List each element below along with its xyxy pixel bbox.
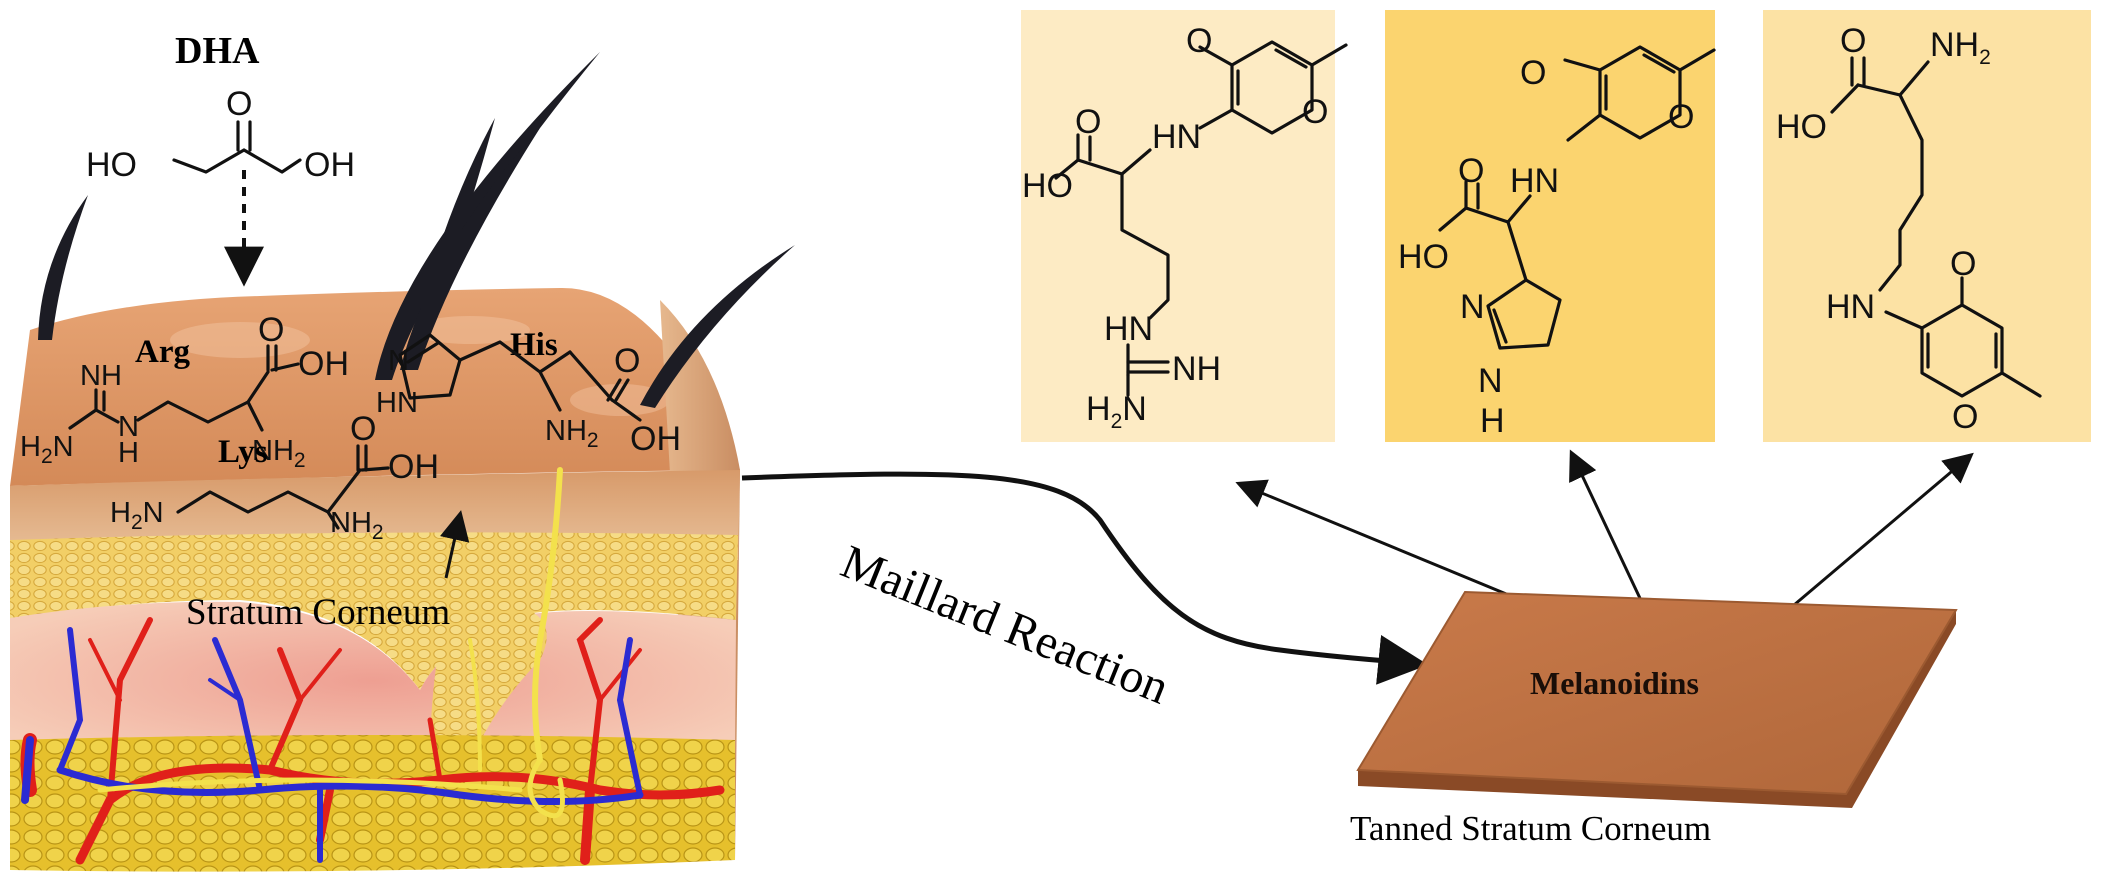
dermis <box>10 601 736 760</box>
fat-layer <box>10 735 735 872</box>
his-adduct-panel <box>1385 10 1715 442</box>
imidazole-n: N <box>1460 288 1485 326</box>
his-oh: OH <box>630 420 681 458</box>
arg-nh: NH <box>80 360 122 392</box>
his-acid-o: O <box>614 342 640 380</box>
arg-adduct-structure: O O HN O HO HN NH H2N <box>1022 22 1348 433</box>
arg-h: H <box>118 437 139 469</box>
guanidine-hn: HN <box>1104 310 1153 348</box>
veins <box>21 627 644 863</box>
lys-h2n: H2N <box>110 497 164 534</box>
arg-acid-o: O <box>258 311 284 349</box>
tanned-caption: Tanned Stratum Corneum <box>1350 809 1711 848</box>
plate-bottom-edge <box>1358 610 1956 808</box>
imine-nh: NH <box>1172 350 1221 388</box>
his-n: N <box>388 345 409 377</box>
guanidine-h2n: H2N <box>1086 390 1147 433</box>
arg-h2n: H2N <box>20 431 74 468</box>
arg-label: Arg <box>135 334 190 370</box>
amine-hn: HN <box>1510 162 1559 200</box>
maillard-reaction-label: Maillard Reaction <box>834 535 1176 714</box>
product-panels <box>1021 10 2091 442</box>
arg-n: N <box>118 411 139 443</box>
lys-acid-o: O <box>350 410 376 448</box>
plate-top <box>1356 590 1958 796</box>
amine-hn: HN <box>1152 118 1201 156</box>
lys-oh: OH <box>388 448 439 486</box>
ketone-o: O <box>1520 54 1546 92</box>
arg-oh: OH <box>298 345 349 383</box>
ring-o: O <box>1952 398 1978 436</box>
tanned-plate: Melanoidins Tanned Stratum Corneum <box>1350 590 1958 848</box>
acid-oh: HO <box>1776 108 1827 146</box>
acid-o: O <box>1075 103 1101 141</box>
dha-oh: OH <box>304 146 355 184</box>
nerves <box>97 467 565 819</box>
ketone-o: O <box>1186 22 1212 60</box>
skin-block <box>10 52 795 872</box>
ring-o: O <box>1668 98 1694 136</box>
dha-ho: HO <box>86 146 137 184</box>
lys-nh2: NH2 <box>330 507 384 544</box>
epidermis-cells <box>10 532 738 690</box>
imidazole-h: H <box>1480 402 1505 440</box>
hairs <box>38 52 795 408</box>
lys-label: Lys <box>218 434 268 470</box>
stratum-corneum-label: Stratum Corneum <box>186 592 450 633</box>
dha-label: DHA <box>175 30 260 72</box>
ketone-o: O <box>1950 245 1976 283</box>
lys-adduct-structure: O HO NH2 HN O O <box>1776 22 2042 436</box>
arg-nh2: NH2 <box>252 435 306 472</box>
his-label: His <box>510 327 558 363</box>
lys-nh2: NH2 <box>1930 26 1991 69</box>
amino-acids-on-skin: Arg NH H2N N H O OH NH2 Lys H2N O OH NH2… <box>20 311 681 633</box>
maillard-arrow: Maillard Reaction <box>741 471 1429 715</box>
acid-o: O <box>1840 22 1866 60</box>
acid-o: O <box>1458 152 1484 190</box>
acid-oh: HO <box>1022 167 1073 205</box>
dha-carbonyl-o: O <box>226 85 252 123</box>
his-nh2: NH2 <box>545 415 599 452</box>
his-hn: HN <box>376 387 418 419</box>
imidazole-nh: N <box>1478 362 1503 400</box>
his-adduct-structure: O O HN O HO N N H <box>1398 45 1716 440</box>
arg-adduct-panel <box>1021 10 1335 442</box>
amine-hn: HN <box>1826 288 1875 326</box>
ring-o: O <box>1302 93 1328 131</box>
dha-structure: DHA O HO OH <box>86 30 355 287</box>
melanoidins-label: Melanoidins <box>1530 665 1699 701</box>
lys-adduct-panel <box>1763 10 2091 442</box>
acid-oh: HO <box>1398 238 1449 276</box>
